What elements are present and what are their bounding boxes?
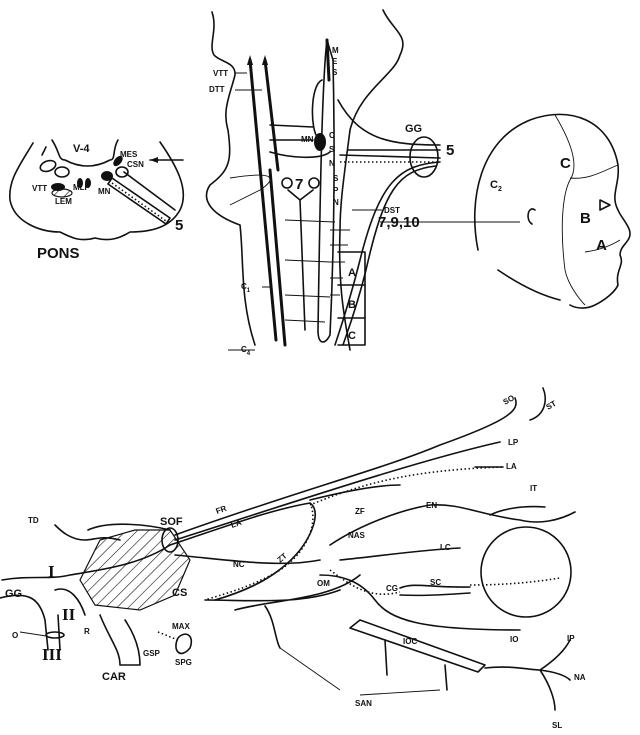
cranial-nerve-iii-label: III — [42, 645, 62, 664]
la-label: LA — [230, 518, 243, 530]
cg-label: CG — [386, 584, 398, 593]
orbit-nerve-section: SO ST LP LA IT EN ZF FR LA TD SOF NC ZT … — [0, 387, 586, 730]
gsp-label: GSP — [143, 649, 161, 658]
ioc-label: IOC — [403, 637, 417, 646]
face-b-label: B — [580, 210, 591, 227]
brainstem-spn-n: N — [333, 198, 339, 207]
nc-label: NC — [233, 560, 245, 569]
c4-label: C4 — [241, 345, 251, 357]
zone-c-label: C — [348, 330, 356, 342]
brainstem-mes-e: E — [332, 57, 338, 66]
io-label: IO — [510, 635, 518, 644]
face-c-label: C — [560, 155, 571, 172]
face-c2-label: C2 — [490, 179, 502, 193]
nas-label: NAS — [348, 531, 366, 540]
ip-label: IP — [567, 634, 575, 643]
zone-a-label: A — [348, 267, 356, 279]
la-upper-label: LA — [506, 462, 517, 471]
fr-label: FR — [215, 504, 228, 516]
pons-mlf-label: MLF — [73, 183, 90, 192]
lc-label: LC — [440, 543, 451, 552]
brainstem-vtt-label: VTT — [213, 69, 228, 78]
face-a-label: A — [596, 237, 607, 254]
st-label: ST — [545, 399, 558, 412]
cranial-nerve-ii-label: II — [62, 605, 76, 624]
brainstem-spn-s: S — [333, 174, 339, 183]
c1-label: C1 — [241, 282, 251, 294]
en-label: EN — [426, 501, 437, 510]
cranial-nerve-i-label: I — [48, 562, 55, 581]
zone-b-label: B — [348, 299, 356, 311]
pons-section: V-4 MES CSN VTT MLF LEM MN 5 PONS — [9, 139, 185, 262]
it-label: IT — [530, 484, 537, 493]
brainstem-mes-m: M — [332, 46, 339, 55]
lp-label: LP — [508, 438, 519, 447]
pons-title: PONS — [37, 245, 80, 262]
brainstem-csn-s: S — [329, 145, 335, 154]
spg-label: SPG — [175, 658, 192, 667]
zf-label: ZF — [355, 507, 365, 516]
brainstem-section: M E S VTT DTT MN C S N GG 5 7 S P N DST … — [205, 9, 520, 357]
gg-label: GG — [5, 588, 22, 600]
so-label: SO — [502, 393, 517, 407]
sof-label: SOF — [160, 516, 183, 528]
brainstem-mn-label: MN — [301, 135, 314, 144]
max-label: MAX — [172, 622, 190, 631]
brainstem-dst-label: DST — [384, 206, 400, 215]
pons-nerve-5-label: 5 — [175, 217, 183, 234]
brainstem-spn-p: P — [333, 186, 339, 195]
brainstem-nerve-7-label: 7 — [295, 176, 303, 193]
r-label: R — [84, 627, 90, 636]
brainstem-nerves-7-9-10-label: 7,9,10 — [378, 214, 420, 231]
na-label: NA — [574, 673, 586, 682]
pons-lem-label: LEM — [55, 197, 72, 206]
cs-label: CS — [172, 587, 187, 599]
face-dermatome-section: C C2 B A — [473, 113, 631, 309]
car-label: CAR — [102, 671, 126, 683]
brainstem-dtt-label: DTT — [209, 85, 225, 94]
om-label: OM — [317, 579, 330, 588]
sc-label: SC — [430, 578, 441, 587]
brainstem-gg-label: GG — [405, 123, 422, 135]
pons-vtt-label: VTT — [32, 184, 47, 193]
pons-mes-label: MES — [120, 150, 138, 159]
pons-v4-label: V-4 — [73, 143, 90, 155]
pons-csn-label: CSN — [127, 160, 144, 169]
pons-mn-label: MN — [98, 187, 111, 196]
td-label: TD — [28, 516, 39, 525]
brainstem-nerve-5-label: 5 — [446, 142, 454, 159]
o-label: O — [12, 631, 18, 640]
san-label: SAN — [355, 699, 372, 708]
brainstem-mes-s: S — [332, 68, 338, 77]
brainstem-csn-n: N — [329, 159, 335, 168]
sl-label: SL — [552, 721, 562, 730]
brainstem-csn-c: C — [329, 131, 335, 140]
